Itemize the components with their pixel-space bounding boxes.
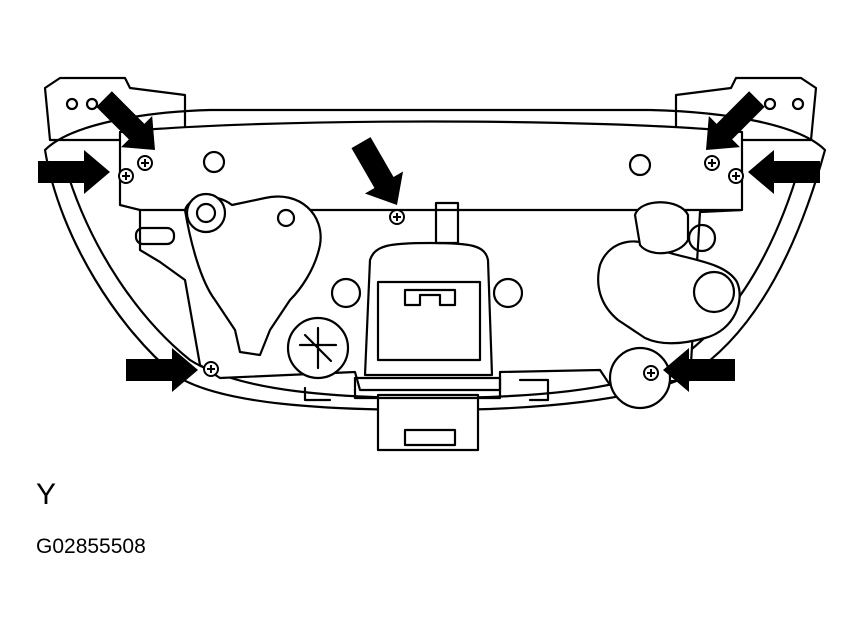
center-connector-base xyxy=(353,376,502,400)
indicator-arrow xyxy=(663,348,735,392)
plate-hole xyxy=(628,153,652,177)
right-mounting-bracket xyxy=(674,76,818,142)
screw-slot xyxy=(732,172,740,180)
plate-hole xyxy=(202,150,226,174)
right-lever-hole xyxy=(687,223,717,253)
screw-slot xyxy=(708,159,716,167)
view-label: Y xyxy=(36,478,57,511)
indicator-arrow xyxy=(748,150,820,194)
screw-slot xyxy=(207,365,215,373)
right-bracket-hole xyxy=(791,97,805,111)
center-connector-latch xyxy=(403,428,457,447)
left-lever-hole xyxy=(276,208,296,228)
screw-group xyxy=(118,155,744,381)
left-bracket-hole xyxy=(85,97,99,111)
center-actuator xyxy=(363,241,494,377)
indicator-arrow xyxy=(96,91,155,150)
right-lever-pivot xyxy=(692,270,736,314)
plate-hole xyxy=(492,277,524,309)
right-lever-arm xyxy=(633,201,690,255)
screw-slot xyxy=(647,369,655,377)
left-bracket-hole xyxy=(65,97,79,111)
center-actuator-gear xyxy=(403,288,457,307)
screw-slot xyxy=(393,213,401,221)
left-lower-tab xyxy=(303,386,332,402)
figure-id: G02855508 xyxy=(36,535,146,558)
left-mode-dial-mark xyxy=(298,326,338,370)
left-guide-slot xyxy=(134,226,176,246)
center-actuator-inner xyxy=(376,280,482,362)
screw-slot xyxy=(141,159,149,167)
indicator-arrow xyxy=(351,137,404,205)
center-connector xyxy=(376,393,480,452)
plate-hole xyxy=(330,277,362,309)
left-lever-pivot xyxy=(185,192,227,234)
right-lower-tab xyxy=(518,378,550,402)
indicator-arrow xyxy=(706,91,765,150)
center-slot xyxy=(434,201,460,245)
indicator-arrow xyxy=(38,150,110,194)
arrow-group xyxy=(38,91,820,392)
right-mode-dial xyxy=(608,346,672,410)
screw-slot xyxy=(122,172,130,180)
left-lever-pivot-inner xyxy=(195,202,217,224)
left-lever xyxy=(183,195,322,357)
left-mounting-bracket xyxy=(43,76,187,142)
right-bracket-hole xyxy=(763,97,777,111)
indicator-arrow xyxy=(126,348,198,392)
